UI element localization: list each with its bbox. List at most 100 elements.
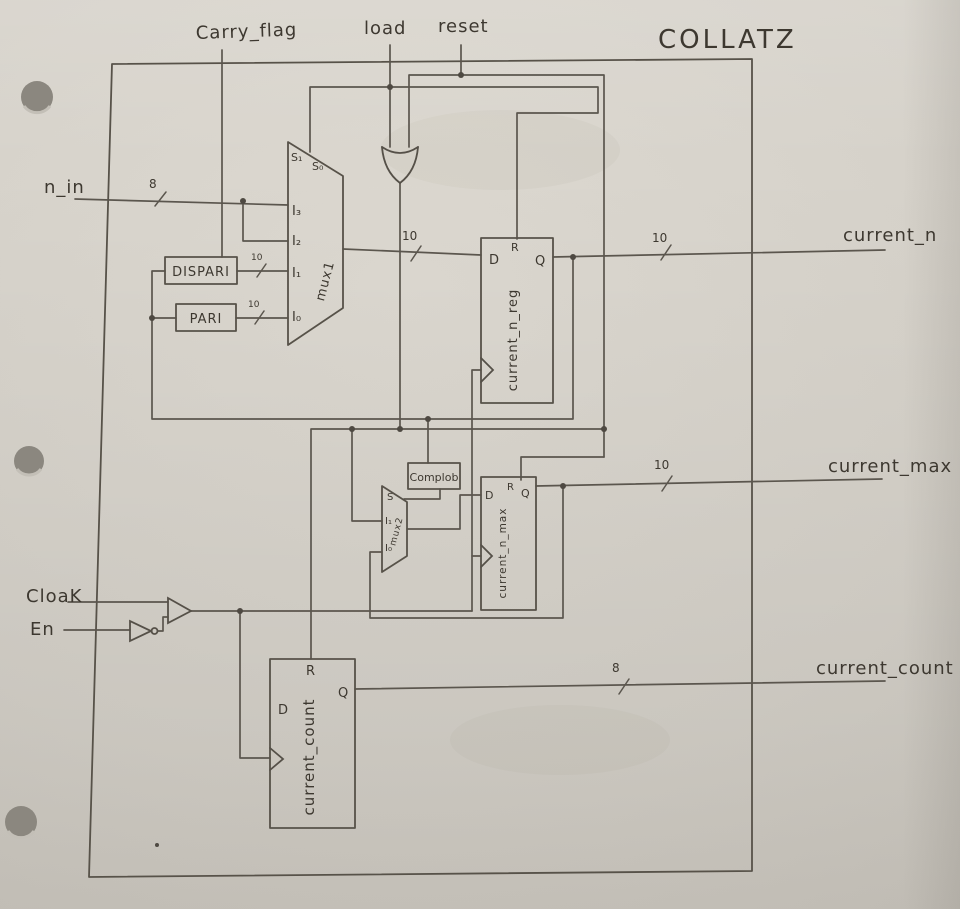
mux2-select-s: S — [387, 492, 393, 503]
or-gate — [381, 146, 419, 184]
en-buffer-bubble — [150, 627, 159, 635]
junction-dot — [560, 483, 566, 489]
wire-to-regmax-reset — [520, 456, 605, 481]
junction-dot — [237, 608, 243, 614]
wire-mux1-out — [342, 248, 482, 256]
regmax-label: current_n_max — [497, 508, 509, 599]
junction-dot — [601, 426, 607, 432]
dispari-label: DISPARI — [172, 265, 230, 280]
pari-block — [175, 303, 237, 332]
width-n-in: 8 — [149, 177, 157, 191]
wiring — [63, 44, 886, 759]
wire-clock-to-count — [239, 610, 271, 759]
regmax-port-q: Q — [521, 487, 530, 500]
paper-smudge — [450, 705, 670, 775]
wire-mux2-out — [406, 494, 482, 530]
label-current-max: current_max — [828, 456, 952, 477]
bus-width-tick — [154, 191, 167, 207]
bus-width-tick — [660, 244, 672, 261]
wire-current-n-out — [552, 249, 886, 258]
label-current-n: current_n — [843, 225, 937, 246]
punch-hole — [5, 806, 37, 838]
width-current-max: 10 — [654, 458, 669, 472]
bus-width-tick — [256, 263, 267, 278]
bus-width-tick — [410, 245, 422, 262]
mux2-body — [381, 485, 408, 573]
regcount-port-r: R — [306, 664, 315, 679]
regn-label: current_n_reg — [506, 289, 521, 391]
mux1-select-s0: S₀ — [312, 160, 324, 173]
mux1-input-i0: I₀ — [292, 310, 301, 325]
or-gate-right — [399, 146, 419, 184]
label-current-count: current_count — [816, 658, 954, 679]
junction-dot — [570, 254, 576, 260]
circuit-border — [88, 58, 753, 878]
regcount-body — [269, 658, 356, 829]
regn-port-q: Q — [535, 254, 545, 269]
regmax-body — [480, 476, 537, 611]
regcount-port-q: Q — [338, 686, 348, 701]
wire-load-to-mux-select — [309, 86, 391, 153]
mux1-input-i2: I₂ — [292, 234, 301, 249]
width-dispari: 10 — [251, 253, 263, 263]
wire-n-in — [74, 198, 289, 206]
stray-mark — [155, 843, 159, 847]
label-clock: CloaK — [26, 586, 83, 607]
punch-hole — [21, 81, 53, 113]
mux1-body — [287, 141, 344, 346]
wire-current-count-out — [354, 680, 886, 690]
wire-feedback-current-n — [151, 256, 574, 420]
wire-reset-band-to-count — [310, 428, 605, 660]
width-pari: 10 — [248, 300, 260, 310]
wire-to-regn-reset — [389, 86, 599, 240]
regn-port-r: R — [511, 241, 519, 254]
mux1-select-s1: S₁ — [291, 151, 302, 164]
wire-clock-to-regn — [471, 369, 482, 612]
mux2-input-i0: I₀ — [385, 543, 392, 554]
junction-dot — [425, 416, 431, 422]
punch-holes — [5, 81, 53, 840]
bus-width-tick — [661, 475, 673, 492]
regmax-port-d: D — [485, 489, 493, 502]
label-reset: reset — [438, 16, 489, 37]
bus-width-labels: 8 10 10 10 10 10 8 — [149, 177, 669, 675]
clock-gating — [129, 596, 193, 643]
dispari-block — [164, 256, 238, 285]
register-current-max: D R Q current_n_max — [480, 476, 537, 611]
mux1: S₁ S₀ I₃ I₂ I₁ I₀ mux1 — [287, 141, 344, 346]
width-current-n: 10 — [652, 231, 667, 245]
wire-max-feedback-to-mux2-i0 — [369, 485, 564, 619]
label-n-in: n_in — [44, 177, 85, 198]
bus-width-tick — [254, 310, 265, 325]
complob-label: Complob — [410, 471, 459, 484]
bus-width-tick — [618, 678, 630, 695]
junction-dot — [397, 426, 403, 432]
punch-hole-highlight — [15, 468, 43, 477]
wire-reset-to-or — [408, 74, 462, 148]
mux1-input-i3: I₃ — [292, 204, 301, 219]
wire-reset-right — [460, 74, 605, 458]
mux2-input-i1: I₁ — [385, 516, 392, 527]
regmax-clock-triangle-icon — [480, 544, 494, 568]
label-carry-flag: Carry_flag — [195, 19, 297, 44]
mux1-label: mux1 — [313, 259, 338, 302]
clock-gate-icon — [167, 596, 193, 625]
junction-dot — [387, 84, 393, 90]
junction-dot — [149, 315, 155, 321]
regcount-port-d: D — [278, 703, 288, 718]
wire-complob-to-mux2-select — [403, 488, 441, 500]
wire-to-mux2-i1 — [351, 428, 383, 522]
or-gate-left — [381, 146, 401, 184]
regmax-port-r: R — [507, 482, 514, 493]
or-gate-top — [381, 146, 419, 154]
wire-nin-to-i2 — [242, 200, 289, 242]
punch-hole-highlight — [22, 105, 52, 115]
signal-labels: COLLATZ Carry_flag load reset n_in curre… — [26, 16, 954, 679]
junction-dot — [458, 72, 464, 78]
regn-port-d: D — [489, 253, 499, 268]
junction-dot — [349, 426, 355, 432]
bus-width-ticks — [154, 191, 673, 695]
regcount-label: current_count — [300, 699, 319, 816]
width-current-count: 8 — [612, 661, 620, 675]
